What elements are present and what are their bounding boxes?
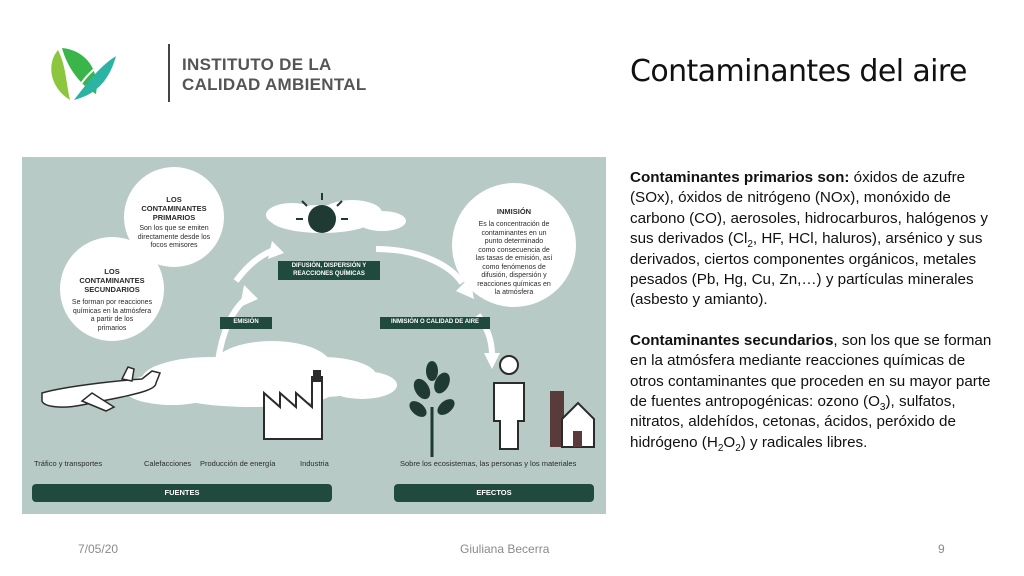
logo-text-line2: CALIDAD AMBIENTAL bbox=[182, 75, 367, 94]
efectos-bar bbox=[394, 484, 594, 502]
primarios-text: LOS CONTAMINANTES PRIMARIOS Son los que … bbox=[130, 195, 218, 251]
secundarios-heading-1: LOS bbox=[104, 267, 120, 276]
air-pollution-diagram: LOS CONTAMINANTES PRIMARIOS Son los que … bbox=[22, 157, 606, 514]
primarios-text-2: directamente desde los bbox=[137, 233, 211, 241]
caption-industria: Industria bbox=[300, 459, 329, 468]
secondary-text-d: ) y radicales libres. bbox=[740, 433, 868, 451]
inmision-text-3: punto determinado bbox=[484, 238, 544, 245]
secundarios-text: LOS CONTAMINANTES SECUNDARIOS Se forman … bbox=[66, 267, 158, 333]
footer-author: Giuliana Becerra bbox=[460, 542, 550, 556]
primarios-heading-2: CONTAMINANTES bbox=[141, 204, 207, 213]
fuentes-label: FUENTES bbox=[164, 488, 200, 497]
inmision-text-2: contaminantes en un bbox=[481, 229, 547, 237]
secondary-text-b: ), sulfatos, nitratos, aldehídos, cetona… bbox=[630, 393, 956, 451]
inmision-text-5: las tasas de emisión, así bbox=[475, 255, 553, 262]
emision-label: EMISIÓN bbox=[220, 317, 272, 329]
inmision-circle bbox=[452, 183, 576, 307]
secondary-text-c: O bbox=[723, 433, 736, 451]
efectos-label: EFECTOS bbox=[476, 488, 512, 497]
secondary-text-a: , son los que se forman en la atmósfera … bbox=[630, 331, 992, 411]
inmision-text-8: reacciones químicas en bbox=[477, 280, 551, 288]
difusion-label-2: REACCIONES QUÍMICAS bbox=[293, 270, 365, 277]
primarios-text-1: Son los que se emiten bbox=[139, 225, 209, 232]
inmision-text-7: difusión, dispersión y bbox=[481, 272, 547, 279]
slide-title: Contaminantes del aire bbox=[630, 54, 967, 89]
emission-clouds bbox=[124, 341, 397, 407]
inmision-text: INMISIÓN Es la concentración de contamin… bbox=[468, 207, 560, 298]
footer-date: 7/05/20 bbox=[78, 542, 119, 556]
inmision-text-4: como consecuencia de bbox=[478, 246, 550, 254]
secundarios-text-3: a partir de los bbox=[90, 316, 134, 323]
inmision-heading: INMISIÓN bbox=[496, 207, 532, 216]
secundarios-heading-2: CONTAMINANTES bbox=[79, 276, 145, 285]
primary-text-b: , HF, HCl, haluros), arsénico y sus deri… bbox=[630, 230, 983, 309]
secundarios-circle bbox=[60, 237, 164, 341]
secondary-sub-3: 2 bbox=[735, 442, 741, 454]
leaf-logo-icon bbox=[51, 48, 116, 101]
sun-cloud bbox=[266, 200, 406, 233]
primarios-heading-3: PRIMARIOS bbox=[152, 213, 196, 222]
airplane-icon bbox=[41, 366, 162, 412]
difusion-label: DIFUSIÓN, DISPERSIÓN Y REACCIONES QUÍMIC… bbox=[278, 261, 380, 280]
secundarios-text-1: Se forman por reacciones bbox=[71, 299, 153, 306]
house-icon bbox=[550, 391, 595, 448]
fuentes-bar bbox=[32, 484, 332, 502]
diagram-illustration bbox=[32, 167, 595, 502]
secundarios-text-4: primarios bbox=[97, 324, 127, 332]
difusion-label-1: DIFUSIÓN, DISPERSIÓN Y bbox=[291, 263, 367, 269]
secondary-pollutants-paragraph: Contaminantes secundarios, son los que s… bbox=[630, 331, 1000, 454]
inmision-text-6: como fenómenos de bbox=[482, 263, 546, 271]
sun-icon bbox=[296, 193, 348, 233]
primarios-heading-1: LOS bbox=[166, 195, 182, 204]
primarios-text-3: focos emisores bbox=[150, 242, 198, 249]
caption-trafico: Tráfico y transportes bbox=[34, 459, 103, 468]
secondary-pollutants-heading: Contaminantes secundarios bbox=[630, 331, 834, 349]
tree-icon bbox=[409, 361, 455, 457]
institute-logo: INSTITUTO DE LA CALIDAD AMBIENTAL bbox=[44, 40, 366, 106]
caption-calefacciones: Calefacciones bbox=[144, 459, 192, 468]
pollutants-description: Contaminantes primarios son: óxidos de a… bbox=[630, 168, 1000, 453]
primary-text-a: óxidos de azufre (SOx), óxidos de nitróg… bbox=[630, 169, 988, 248]
footer-page-number: 9 bbox=[938, 542, 945, 556]
primarios-circle bbox=[124, 167, 224, 267]
secundarios-heading-3: SECUNDARIOS bbox=[84, 285, 140, 294]
logo-text-line1: INSTITUTO DE LA bbox=[182, 55, 332, 74]
primary-pollutants-paragraph: Contaminantes primarios son: óxidos de a… bbox=[630, 168, 1000, 311]
primary-pollutants-heading: Contaminantes primarios son: bbox=[630, 169, 850, 186]
logo-divider bbox=[168, 44, 170, 102]
person-icon bbox=[493, 355, 525, 450]
inmision-text-9: la atmósfera bbox=[494, 289, 534, 296]
secondary-sub-2: 2 bbox=[717, 442, 724, 454]
caption-energia: Producción de energía bbox=[200, 459, 276, 468]
primary-sub-1: 2 bbox=[747, 239, 753, 251]
secundarios-text-2: químicas en la atmósfera bbox=[72, 307, 152, 315]
inmision-calidad-label: INMISIÓN O CALIDAD DE AIRE bbox=[380, 317, 490, 329]
inmision-text-1: Es la concentración de bbox=[478, 221, 550, 228]
caption-ecosistemas: Sobre los ecosistemas, las personas y lo… bbox=[400, 459, 577, 468]
secondary-sub-1: 3 bbox=[879, 402, 886, 414]
factory-icon bbox=[263, 370, 323, 440]
